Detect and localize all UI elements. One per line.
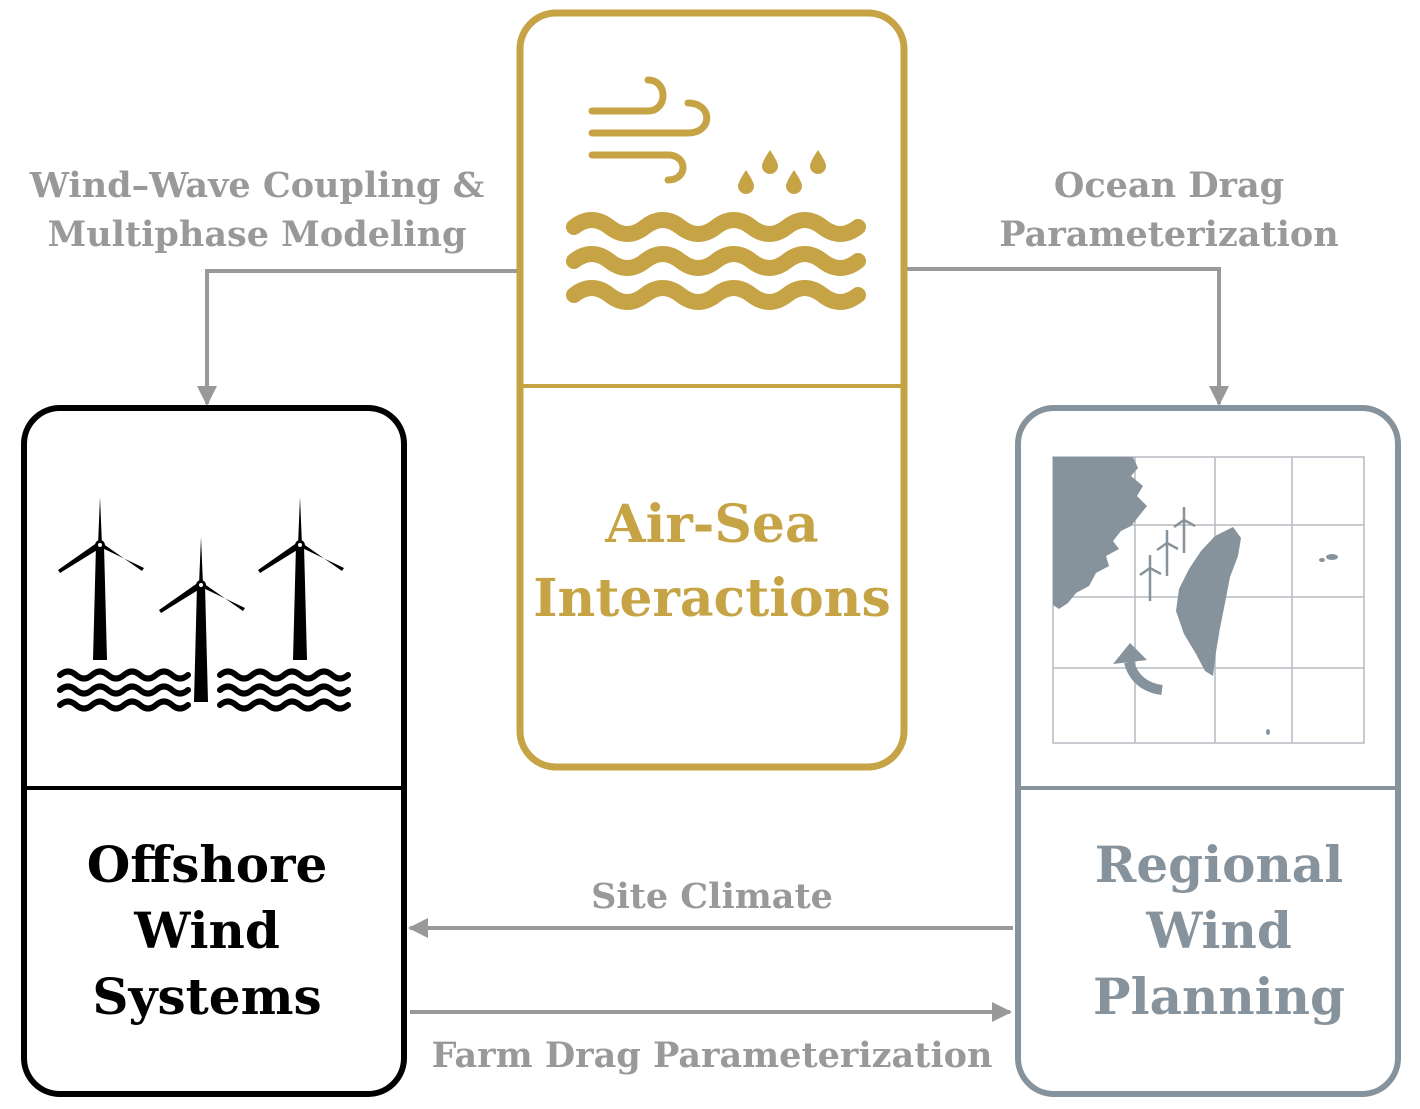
taiwan-map-icon bbox=[1052, 456, 1365, 744]
current-arrow-icon bbox=[1113, 643, 1163, 695]
wind-turbines-icon bbox=[57, 497, 351, 712]
arrow-ocean-drag bbox=[906, 267, 1229, 406]
air-sea-title-line1: Air-Sea bbox=[604, 494, 818, 555]
mainland-coast bbox=[1053, 457, 1147, 609]
label-wind-wave-line2: Multiphase Modeling bbox=[47, 214, 466, 255]
box-offshore-wind: Offshore Wind Systems bbox=[21, 405, 407, 1097]
label-ocean-drag-line2: Parameterization bbox=[999, 214, 1338, 255]
offshore-title-line3: Systems bbox=[92, 967, 321, 1026]
air-sea-title-line2: Interactions bbox=[533, 568, 891, 629]
sea-waves-icon bbox=[57, 668, 351, 712]
label-site-climate: Site Climate bbox=[591, 876, 833, 917]
box-air-sea: Air-Sea Interactions bbox=[516, 9, 908, 771]
box-regional-wind: Regional Wind Planning bbox=[1015, 405, 1401, 1097]
regional-title-line2: Wind bbox=[1145, 901, 1292, 960]
turbine-icon bbox=[159, 537, 245, 702]
offshore-title-line2: Wind bbox=[133, 901, 280, 960]
turbine-icon bbox=[258, 497, 344, 660]
droplets-icon bbox=[738, 150, 826, 194]
taiwan-island bbox=[1176, 527, 1241, 676]
regional-title-line3: Planning bbox=[1093, 967, 1345, 1026]
turbine-icon bbox=[58, 497, 144, 660]
arrow-wind-wave bbox=[197, 269, 520, 406]
regional-title-line1: Regional bbox=[1095, 835, 1343, 894]
label-ocean-drag-line1: Ocean Drag bbox=[1054, 165, 1284, 206]
small-turbines-icon bbox=[1139, 507, 1196, 601]
connector-arrows bbox=[197, 267, 1229, 1022]
wind-waves-icon bbox=[566, 76, 866, 310]
label-farm-drag: Farm Drag Parameterization bbox=[432, 1035, 993, 1076]
offshore-title-line1: Offshore bbox=[87, 835, 328, 894]
label-wind-wave-line1: Wind–Wave Coupling & bbox=[29, 165, 485, 206]
